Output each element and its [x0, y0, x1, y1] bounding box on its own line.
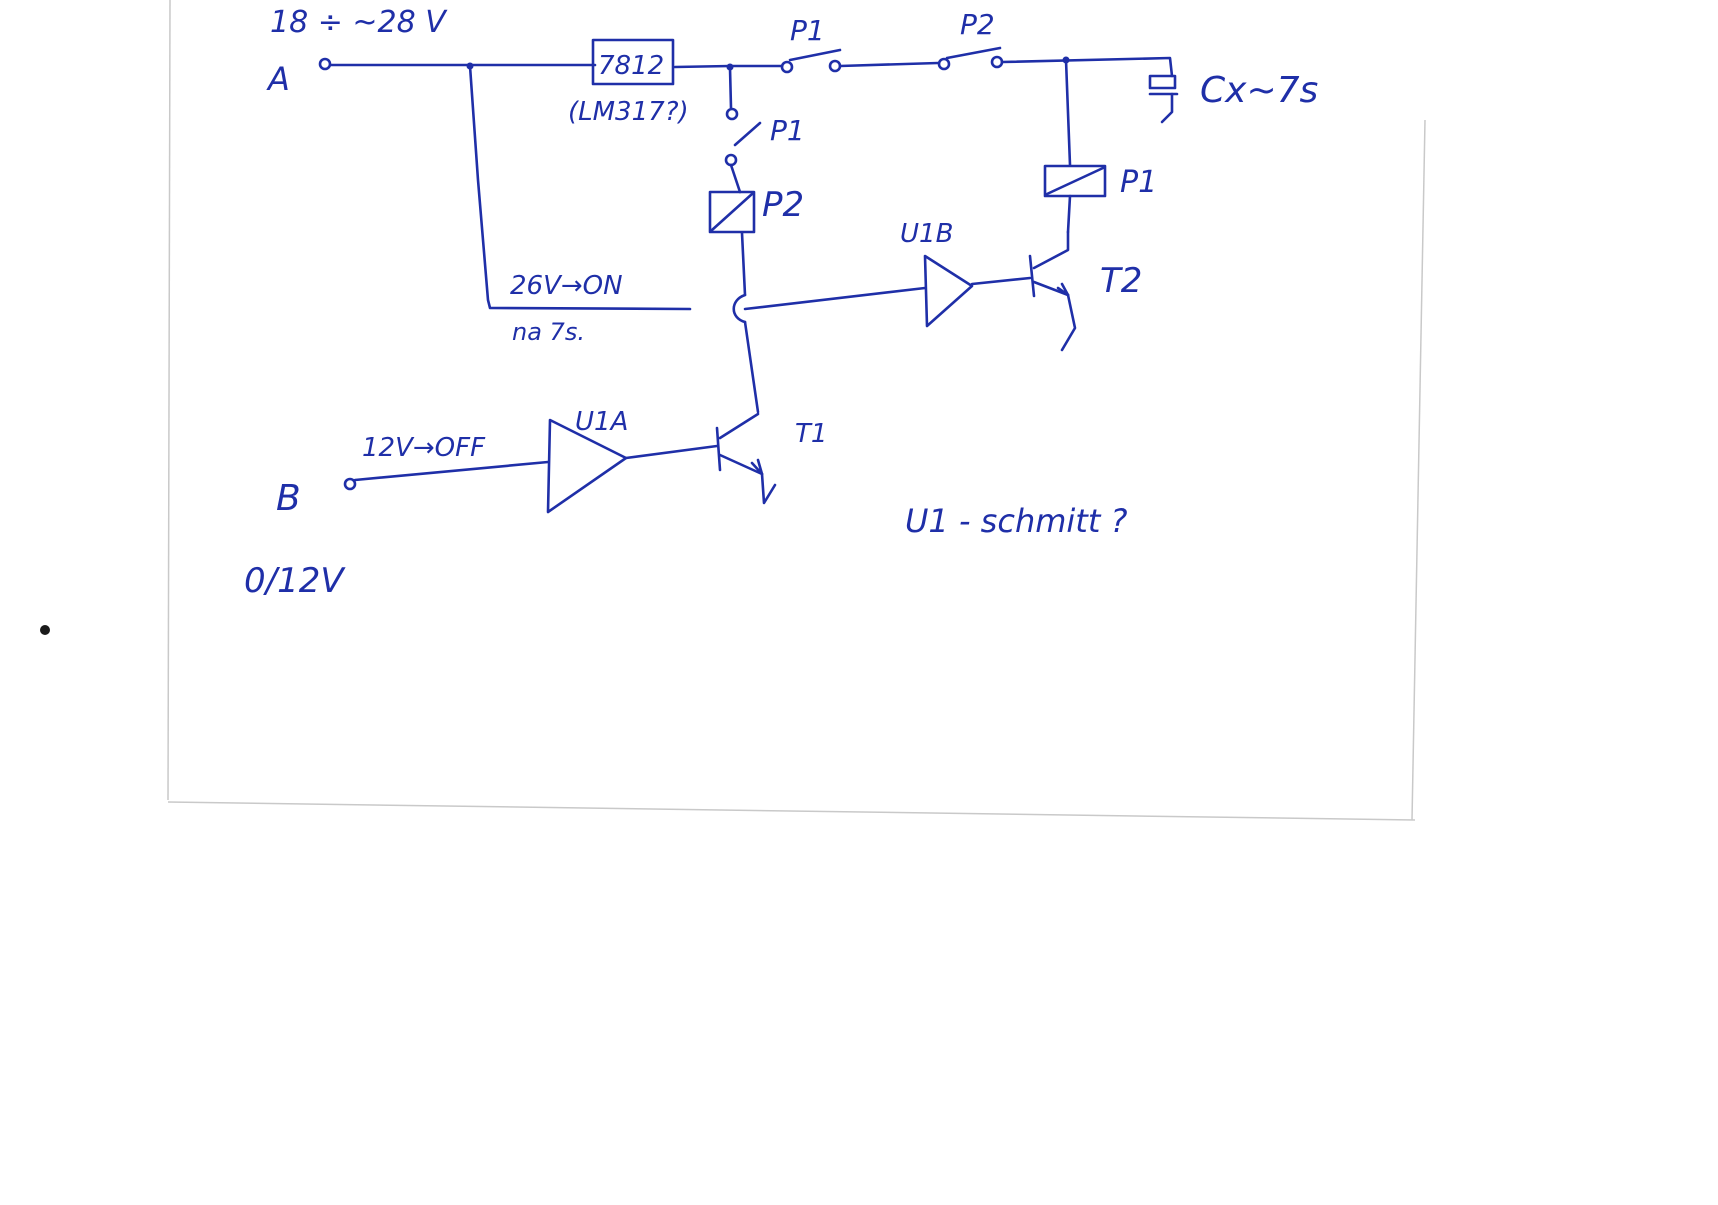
capacitor-cx — [1148, 74, 1179, 124]
regulator-alt-label: (LM317?) — [568, 97, 689, 127]
transistor-t1 — [715, 412, 777, 505]
supply-range-label: 18 ÷ ~28 V — [270, 5, 448, 40]
paper-bottom-edge — [167, 801, 1416, 821]
paper-left-edge — [167, 0, 171, 801]
p1-contact-right — [828, 59, 842, 73]
relay-p2-top-label: P2 — [960, 8, 995, 41]
p1-switch-lower — [724, 66, 762, 194]
control-line-u1b — [743, 286, 927, 311]
relay-p1-coil-label: P1 — [1120, 165, 1157, 200]
p2-contact-right — [990, 55, 1004, 69]
on-duration-label: na 7s. — [512, 318, 585, 346]
transistor-t2-label: T2 — [1100, 261, 1142, 301]
buffer-u1b — [923, 254, 1032, 328]
off-condition-label: 12V→OFF — [362, 433, 486, 463]
relay-p2-coil-label: P2 — [762, 185, 804, 225]
left-vertical-wire — [468, 64, 692, 311]
terminal-b-label: B — [276, 478, 301, 519]
terminal-b-levels-label: 0/12V — [244, 561, 346, 601]
schmitt-note: U1 - schmitt ? — [905, 502, 1128, 540]
buffer-u1a-label: U1A — [575, 407, 628, 437]
top-rail — [318, 38, 1174, 86]
relay-p1-switch-label: P1 — [770, 114, 805, 147]
terminal-a-node — [318, 57, 332, 71]
regulator-label: 7812 — [598, 51, 664, 81]
p2-contact-left — [937, 57, 951, 71]
on-condition-label: 26V→ON — [510, 271, 623, 301]
paper-right-edge — [1411, 119, 1426, 821]
ink-dot — [40, 625, 50, 635]
relay-p1-coil — [1043, 58, 1107, 234]
p1-contact-left — [780, 60, 794, 74]
relay-p2-coil — [708, 190, 760, 414]
buffer-u1b-label: U1B — [900, 219, 953, 249]
relay-p1-top-label: P1 — [790, 14, 825, 47]
regulator-box — [591, 38, 675, 86]
buffer-u1a — [343, 418, 719, 514]
terminal-b-node — [343, 477, 357, 491]
terminal-a-label: A — [266, 60, 290, 98]
transistor-t1-label: T1 — [795, 419, 827, 449]
transistor-t2 — [1028, 230, 1077, 352]
capacitor-label: Cx~7s — [1200, 70, 1318, 111]
